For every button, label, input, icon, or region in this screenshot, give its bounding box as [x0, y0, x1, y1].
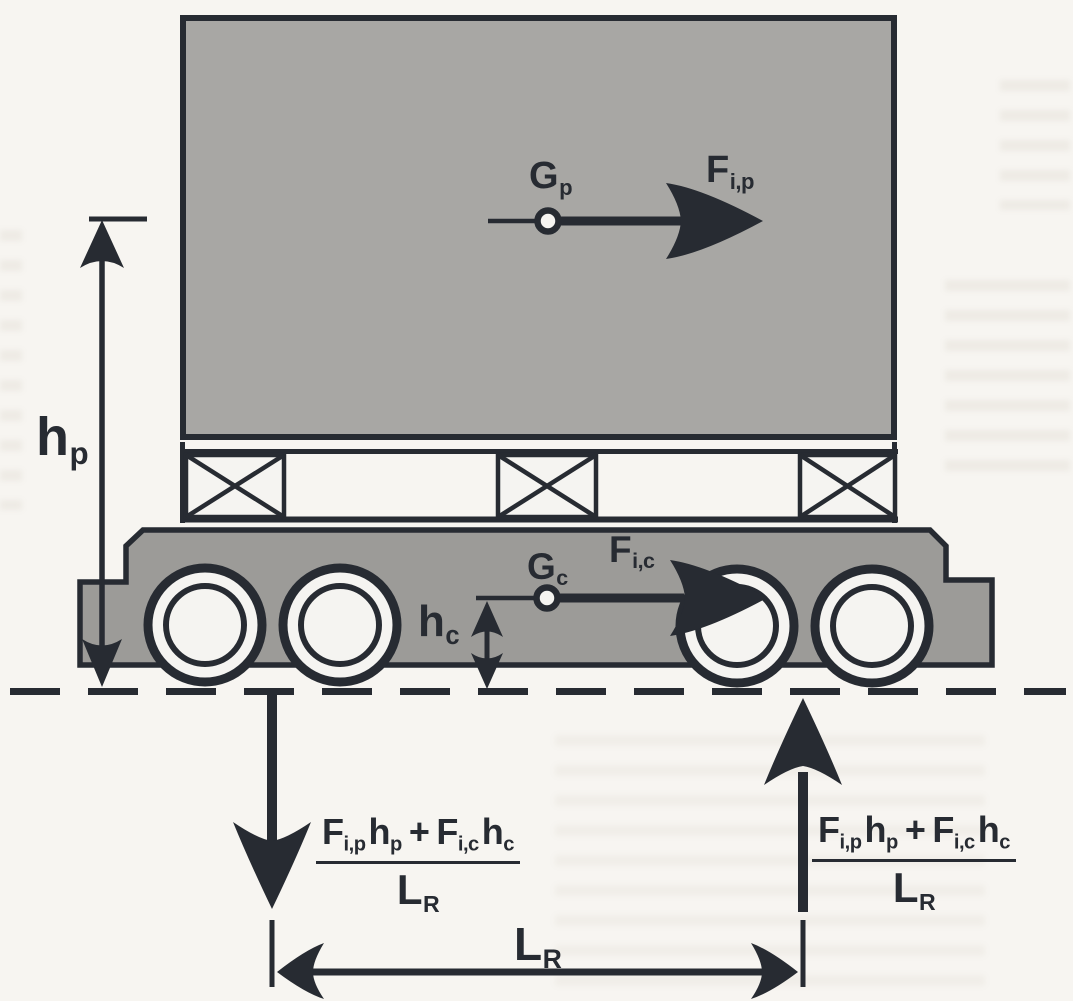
- wheel-hub: [163, 583, 247, 667]
- formula-sub: c: [999, 831, 1010, 854]
- formula-numerator: Fi,php+Fi,chc: [316, 814, 520, 864]
- lr-sub: R: [542, 944, 562, 974]
- fip-sub: i,p: [729, 168, 755, 194]
- hc-dimension: [471, 595, 535, 689]
- gc-label: Gc: [527, 548, 568, 590]
- wheel-hub: [298, 583, 382, 667]
- reaction-arrowhead: [233, 822, 311, 909]
- formula-term: L: [396, 865, 423, 913]
- pallet-block-right: [797, 452, 898, 520]
- formula-operator: +: [904, 809, 926, 850]
- formula-denominator: LR: [812, 862, 1016, 914]
- load-force-arrow: [488, 183, 763, 259]
- formula-term: h: [977, 809, 1000, 850]
- formula-sub: i,p: [343, 833, 367, 856]
- gc-main: G: [527, 546, 556, 587]
- force-arrowhead: [666, 183, 763, 259]
- formula-term: L: [892, 863, 919, 911]
- wheel-4: [810, 564, 934, 688]
- gp-sub: p: [559, 174, 573, 200]
- reaction-arrow-up: [764, 698, 842, 912]
- cg-marker: [533, 584, 561, 612]
- wheel-2: [278, 563, 402, 687]
- block-cross-line: [798, 453, 897, 519]
- hp-dimension: [80, 216, 147, 687]
- formula-denominator: LR: [316, 864, 520, 916]
- hp-main: h: [36, 407, 69, 467]
- arrowhead-down: [82, 639, 122, 687]
- hp-sub: p: [69, 436, 89, 472]
- hc-main: h: [418, 597, 445, 646]
- lr-dimension: [269, 920, 806, 999]
- formula-term: F: [932, 809, 954, 850]
- cart-force-arrow: [533, 560, 767, 636]
- formula-term: F: [322, 811, 344, 852]
- formula-term: F: [818, 809, 840, 850]
- formula-term: h: [481, 811, 504, 852]
- formula-sub: c: [503, 833, 514, 856]
- hc-sub: c: [445, 621, 460, 650]
- pallet-block-center: [495, 452, 599, 520]
- arrowhead-up: [471, 601, 503, 637]
- formula-sub: p: [886, 831, 898, 854]
- lr-label: LR: [514, 918, 562, 974]
- formula-numerator: Fi,php+Fi,chc: [812, 812, 1016, 862]
- fic-sub: i,c: [632, 549, 655, 574]
- arrowhead-right: [751, 943, 798, 999]
- lr-main: L: [514, 918, 542, 970]
- gp-label: Gp: [529, 155, 573, 200]
- arrowhead-up: [80, 220, 124, 268]
- fip-label: Fi,p: [706, 151, 754, 193]
- formula-sub: i,c: [953, 831, 975, 854]
- arrowhead-down: [471, 653, 503, 689]
- formula-term: F: [436, 811, 458, 852]
- reaction-formula-right: Fi,php+Fi,chc LR: [812, 812, 1016, 914]
- formula-sub: i,p: [839, 831, 863, 854]
- formula-sub: R: [422, 890, 440, 917]
- fic-main: F: [609, 529, 632, 570]
- hp-label: hp: [36, 407, 89, 472]
- fic-label: Fi,c: [609, 529, 655, 574]
- arrowhead-left: [277, 943, 324, 999]
- reaction-arrow-down: [233, 691, 311, 909]
- pallet-block-left: [183, 452, 287, 520]
- formula-sub: i,c: [457, 833, 479, 856]
- formula-term: h: [864, 809, 887, 850]
- formula-sub: R: [918, 888, 936, 915]
- formula-operator: +: [408, 811, 430, 852]
- fip-main: F: [706, 149, 729, 191]
- formula-sub: p: [390, 833, 402, 856]
- force-arrowhead: [670, 560, 767, 636]
- reaction-arrowhead: [764, 698, 842, 785]
- formula-term: h: [368, 811, 391, 852]
- reaction-formula-left: Fi,php+Fi,chc LR: [316, 814, 520, 916]
- gp-main: G: [529, 155, 559, 197]
- block-cross-line: [496, 453, 598, 519]
- block-cross-line: [184, 453, 286, 519]
- gc-sub: c: [556, 566, 568, 591]
- wheel-hub: [830, 584, 914, 668]
- wheel-1: [143, 563, 267, 687]
- hc-label: hc: [418, 597, 460, 650]
- cg-marker: [534, 207, 562, 235]
